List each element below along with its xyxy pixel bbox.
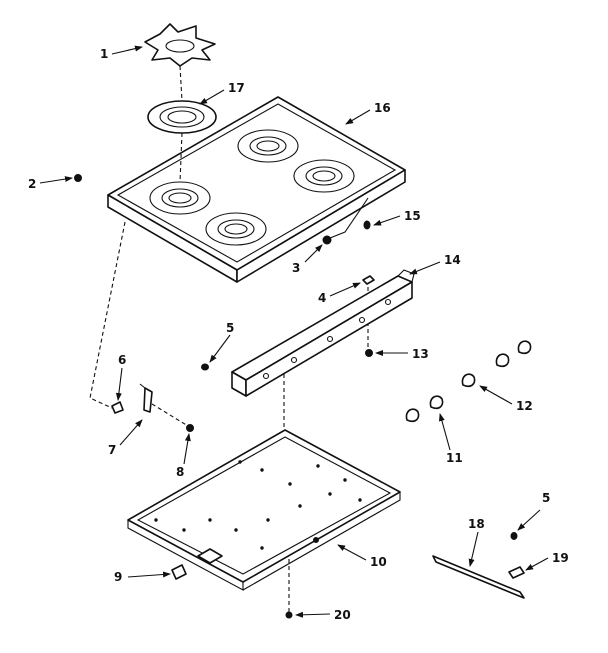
fastener-part-4 — [362, 275, 375, 285]
callout-3: 3 — [292, 261, 300, 275]
knob-set — [405, 340, 532, 423]
callout-9: 9 — [114, 570, 122, 584]
callout-6: 6 — [118, 353, 126, 367]
burner-back-left — [237, 129, 299, 163]
callout-5-lower: 5 — [542, 491, 550, 505]
callout-10: 10 — [370, 555, 387, 569]
leader-lines — [39, 45, 549, 618]
bracket-part-9 — [171, 564, 187, 580]
callout-18: 18 — [468, 517, 485, 531]
callout-13: 13 — [412, 347, 429, 361]
callout-11: 11 — [446, 451, 463, 465]
callout-17: 17 — [228, 81, 245, 95]
callout-labels: 1 17 16 2 15 3 4 14 5 13 6 7 8 12 11 10 … — [28, 47, 569, 622]
screw-part-5-lower — [510, 532, 518, 540]
burner-back-right — [293, 159, 355, 193]
callout-7: 7 — [108, 443, 116, 457]
callout-1: 1 — [100, 47, 108, 61]
burner-ring-part — [147, 100, 217, 134]
front-rail-part — [231, 269, 415, 397]
clip-part-3 — [322, 235, 332, 245]
callout-4: 4 — [318, 291, 326, 305]
clip-part-6 — [111, 401, 124, 414]
screw-part-13 — [365, 349, 373, 357]
screw-part-15 — [363, 220, 371, 230]
callout-2: 2 — [28, 177, 36, 191]
callout-14: 14 — [444, 253, 461, 267]
burner-cap-part — [144, 23, 216, 67]
clip-part-19 — [508, 566, 525, 579]
callout-8: 8 — [176, 465, 184, 479]
callout-16: 16 — [374, 101, 391, 115]
screw-part-20 — [285, 611, 293, 619]
bracket-part-7 — [139, 383, 153, 413]
bottom-panel-part — [127, 429, 401, 591]
rod-part-18 — [432, 555, 525, 599]
screw-part-5-upper — [201, 363, 209, 371]
screw-part-8 — [186, 424, 194, 432]
callout-12: 12 — [516, 399, 533, 413]
screw-part-2 — [74, 174, 82, 182]
cooktop-part — [107, 96, 406, 283]
burner-front-right — [205, 212, 267, 246]
callout-5-upper: 5 — [226, 321, 234, 335]
panel-holes — [154, 460, 362, 550]
callout-20: 20 — [334, 608, 351, 622]
callout-19: 19 — [552, 551, 569, 565]
callout-15: 15 — [404, 209, 421, 223]
